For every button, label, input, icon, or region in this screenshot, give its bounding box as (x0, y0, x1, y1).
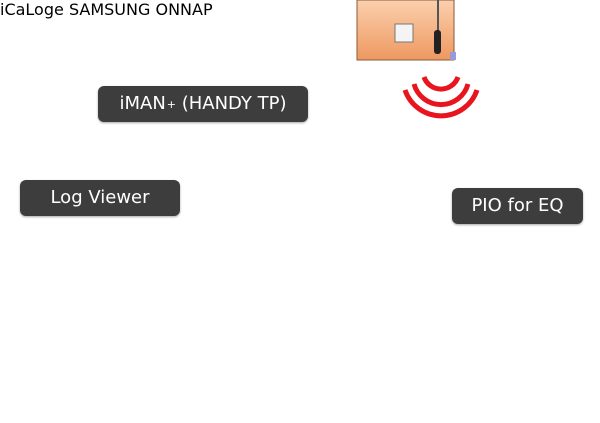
iman-callout-pointer: iCaLoge SAMSUNG ONNAP (0, 0, 583, 224)
pio-for-eq-label: PIO for EQ (471, 195, 564, 216)
pio-module-icon: ONNAP (155, 0, 213, 19)
iman-plus-label: + (166, 97, 176, 111)
dotted-link: ONNAP iMAN+ (HANDY TP) Log Viewer PIO fo… (20, 0, 583, 224)
laptop-icon: SAMSUNG (68, 0, 151, 19)
iman-handy-tp-callout: iMAN+ (HANDY TP) (98, 86, 308, 122)
wifi-signal-red-icon (402, 75, 480, 119)
log-viewer-label: Log Viewer (50, 187, 150, 208)
top-equipment-box (356, 0, 456, 61)
log-viewer-callout: Log Viewer (20, 180, 180, 216)
log-viewer-callout-pointer: ONNAP iMAN+ (HANDY TP) Log Viewer PIO fo… (20, 0, 583, 224)
handy-terminal-icon: iCaLoge (0, 0, 64, 19)
iman-label: iMAN (119, 93, 166, 114)
terminal-cable: ONNAP iMAN+ (HANDY TP) Log Viewer PIO fo… (20, 0, 583, 224)
iman-rest-label: (HANDY TP) (176, 93, 287, 114)
pio-for-eq-callout: PIO for EQ (452, 188, 583, 224)
